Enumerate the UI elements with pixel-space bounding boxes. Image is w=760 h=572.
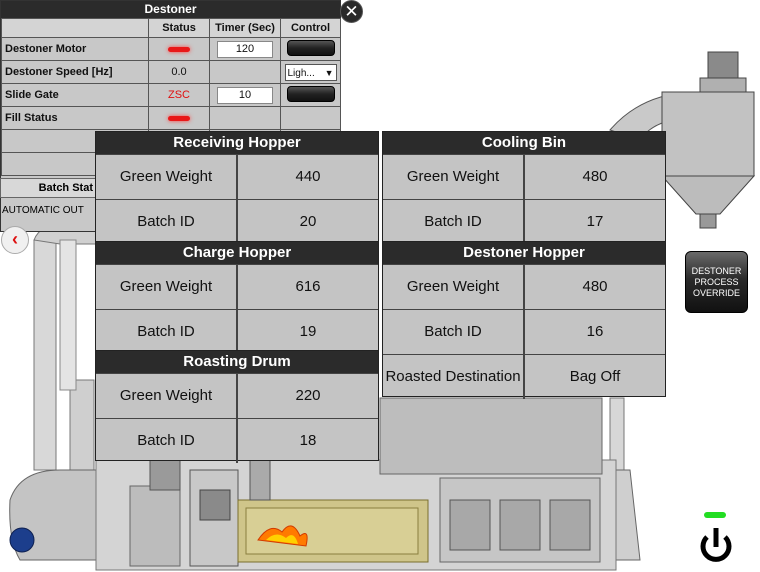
table-row-destoner-speed: Destoner Speed [Hz] 0.0 Ligh... ▼ [1, 60, 341, 84]
receiving-hopper-green-weight: 440 [295, 168, 321, 185]
fill-status-control-cell [280, 106, 341, 130]
roasting-drum-title: Roasting Drum [96, 351, 378, 373]
roasting-drum-green-weight: 220 [295, 387, 321, 404]
header-timer: Timer (Sec) [209, 18, 281, 38]
header-status: Status [148, 18, 210, 38]
destoner-speed-control-cell: Ligh... ▼ [280, 60, 341, 84]
table-row: Batch ID 19 [96, 309, 378, 354]
batch-id-label: Batch ID [383, 200, 525, 244]
receiving-hopper-batch-id: 20 [299, 213, 317, 230]
chevron-down-icon: ▼ [324, 67, 334, 78]
slide-gate-label: Slide Gate [1, 83, 149, 107]
header-blank [1, 18, 149, 38]
table-row: Batch ID 18 [96, 418, 378, 463]
destoner-speed-select[interactable]: Ligh... ▼ [284, 63, 337, 81]
chevron-left-icon[interactable]: ‹ [1, 226, 29, 254]
status-led-red [168, 116, 190, 121]
destoner-motor-label: Destoner Motor [1, 37, 149, 61]
batch-id-label: Batch ID [96, 419, 238, 463]
green-weight-label: Green Weight [96, 374, 238, 418]
destoner-motor-control-button[interactable] [286, 39, 335, 56]
charge-hopper-title: Charge Hopper [96, 242, 378, 264]
destoner-motor-control-cell [280, 37, 341, 61]
destoner-speed-status: 0.0 [148, 60, 210, 84]
roasting-drum-batch-id: 18 [299, 432, 317, 449]
batch-id-label: Batch ID [383, 310, 525, 354]
table-row: Batch ID 20 [96, 199, 378, 244]
cooling-bin-green-weight: 480 [582, 168, 608, 185]
green-weight-label: Green Weight [383, 265, 525, 309]
header-control: Control [280, 18, 341, 38]
roasted-destination-label: Roasted Destination [383, 355, 525, 399]
destoner-process-override-button[interactable]: DESTONER PROCESS OVERRIDE [685, 251, 748, 313]
receiving-hopper-title: Receiving Hopper [96, 132, 378, 154]
override-line-3: OVERRIDE [692, 287, 740, 298]
receiving-hopper-panel: Receiving Hopper Green Weight 440 Batch … [95, 131, 379, 244]
charge-hopper-green-weight: 616 [295, 278, 321, 295]
slide-gate-status-cell: ZSC [148, 83, 210, 107]
fill-status-label: Fill Status [1, 106, 149, 130]
destoner-panel-title: Destoner [1, 1, 340, 18]
cooling-bin-title: Cooling Bin [383, 132, 665, 154]
close-icon[interactable]: ✕ [340, 0, 363, 23]
status-led-red [168, 47, 190, 52]
table-row: Green Weight 480 [383, 154, 665, 199]
table-row: Green Weight 440 [96, 154, 378, 199]
table-row-fill-status: Fill Status [1, 106, 341, 130]
destoner-motor-timer-cell: 120 [209, 37, 281, 61]
roasting-drum-panel: Roasting Drum Green Weight 220 Batch ID … [95, 350, 379, 463]
destoner-motor-timer-input[interactable]: 120 [217, 40, 273, 58]
slide-gate-control-cell [280, 83, 341, 107]
destoner-speed-label: Destoner Speed [Hz] [1, 60, 149, 84]
destoner-table-header: Status Timer (Sec) Control [1, 18, 341, 38]
fill-status-timer-cell [209, 106, 281, 130]
table-row: Green Weight 220 [96, 373, 378, 418]
destoner-hopper-batch-id: 16 [586, 323, 604, 340]
destoner-hopper-green-weight: 480 [582, 278, 608, 295]
roaster-base [95, 397, 617, 571]
destoner-motor-status [148, 37, 210, 61]
table-row: Batch ID 16 [383, 309, 665, 354]
green-weight-label: Green Weight [96, 155, 238, 199]
table-row: Green Weight 616 [96, 264, 378, 309]
charge-hopper-batch-id: 19 [299, 323, 317, 340]
power-icon[interactable] [696, 510, 736, 566]
roasted-destination-value: Bag Off [569, 368, 621, 385]
table-row: Batch ID 17 [383, 199, 665, 244]
slide-gate-control-button[interactable] [286, 85, 335, 102]
green-weight-label: Green Weight [383, 155, 525, 199]
left-ducting [9, 221, 97, 561]
batch-id-label: Batch ID [96, 310, 238, 354]
table-row-destoner-motor: Destoner Motor 120 [1, 37, 341, 61]
batch-status-button[interactable]: Batch Stat [0, 178, 96, 198]
power-led [704, 512, 726, 518]
table-row: Green Weight 480 [383, 264, 665, 309]
destoner-speed-select-value: Ligh... [287, 67, 315, 79]
destoner-hopper-title: Destoner Hopper [383, 242, 665, 264]
cooling-bin-panel: Cooling Bin Green Weight 480 Batch ID 17 [382, 131, 666, 244]
table-row: Roasted Destination Bag Off [383, 354, 665, 399]
automatic-out-label: AUTOMATIC OUT [2, 205, 84, 216]
destoner-hopper-panel: Destoner Hopper Green Weight 480 Batch I… [382, 241, 666, 399]
override-line-2: PROCESS [694, 276, 739, 287]
charge-hopper-panel: Charge Hopper Green Weight 616 Batch ID … [95, 241, 379, 354]
table-row-slide-gate: Slide Gate ZSC 10 [1, 83, 341, 107]
batch-id-label: Batch ID [96, 200, 238, 244]
override-line-1: DESTONER [691, 265, 742, 276]
fill-status-status [148, 106, 210, 130]
slide-gate-timer-cell: 10 [209, 83, 281, 107]
slide-gate-timer-input[interactable]: 10 [217, 86, 273, 104]
cooling-bin-batch-id: 17 [586, 213, 604, 230]
slide-gate-status: ZSC [168, 89, 190, 101]
green-weight-label: Green Weight [96, 265, 238, 309]
destoner-speed-timer-cell [209, 60, 281, 84]
